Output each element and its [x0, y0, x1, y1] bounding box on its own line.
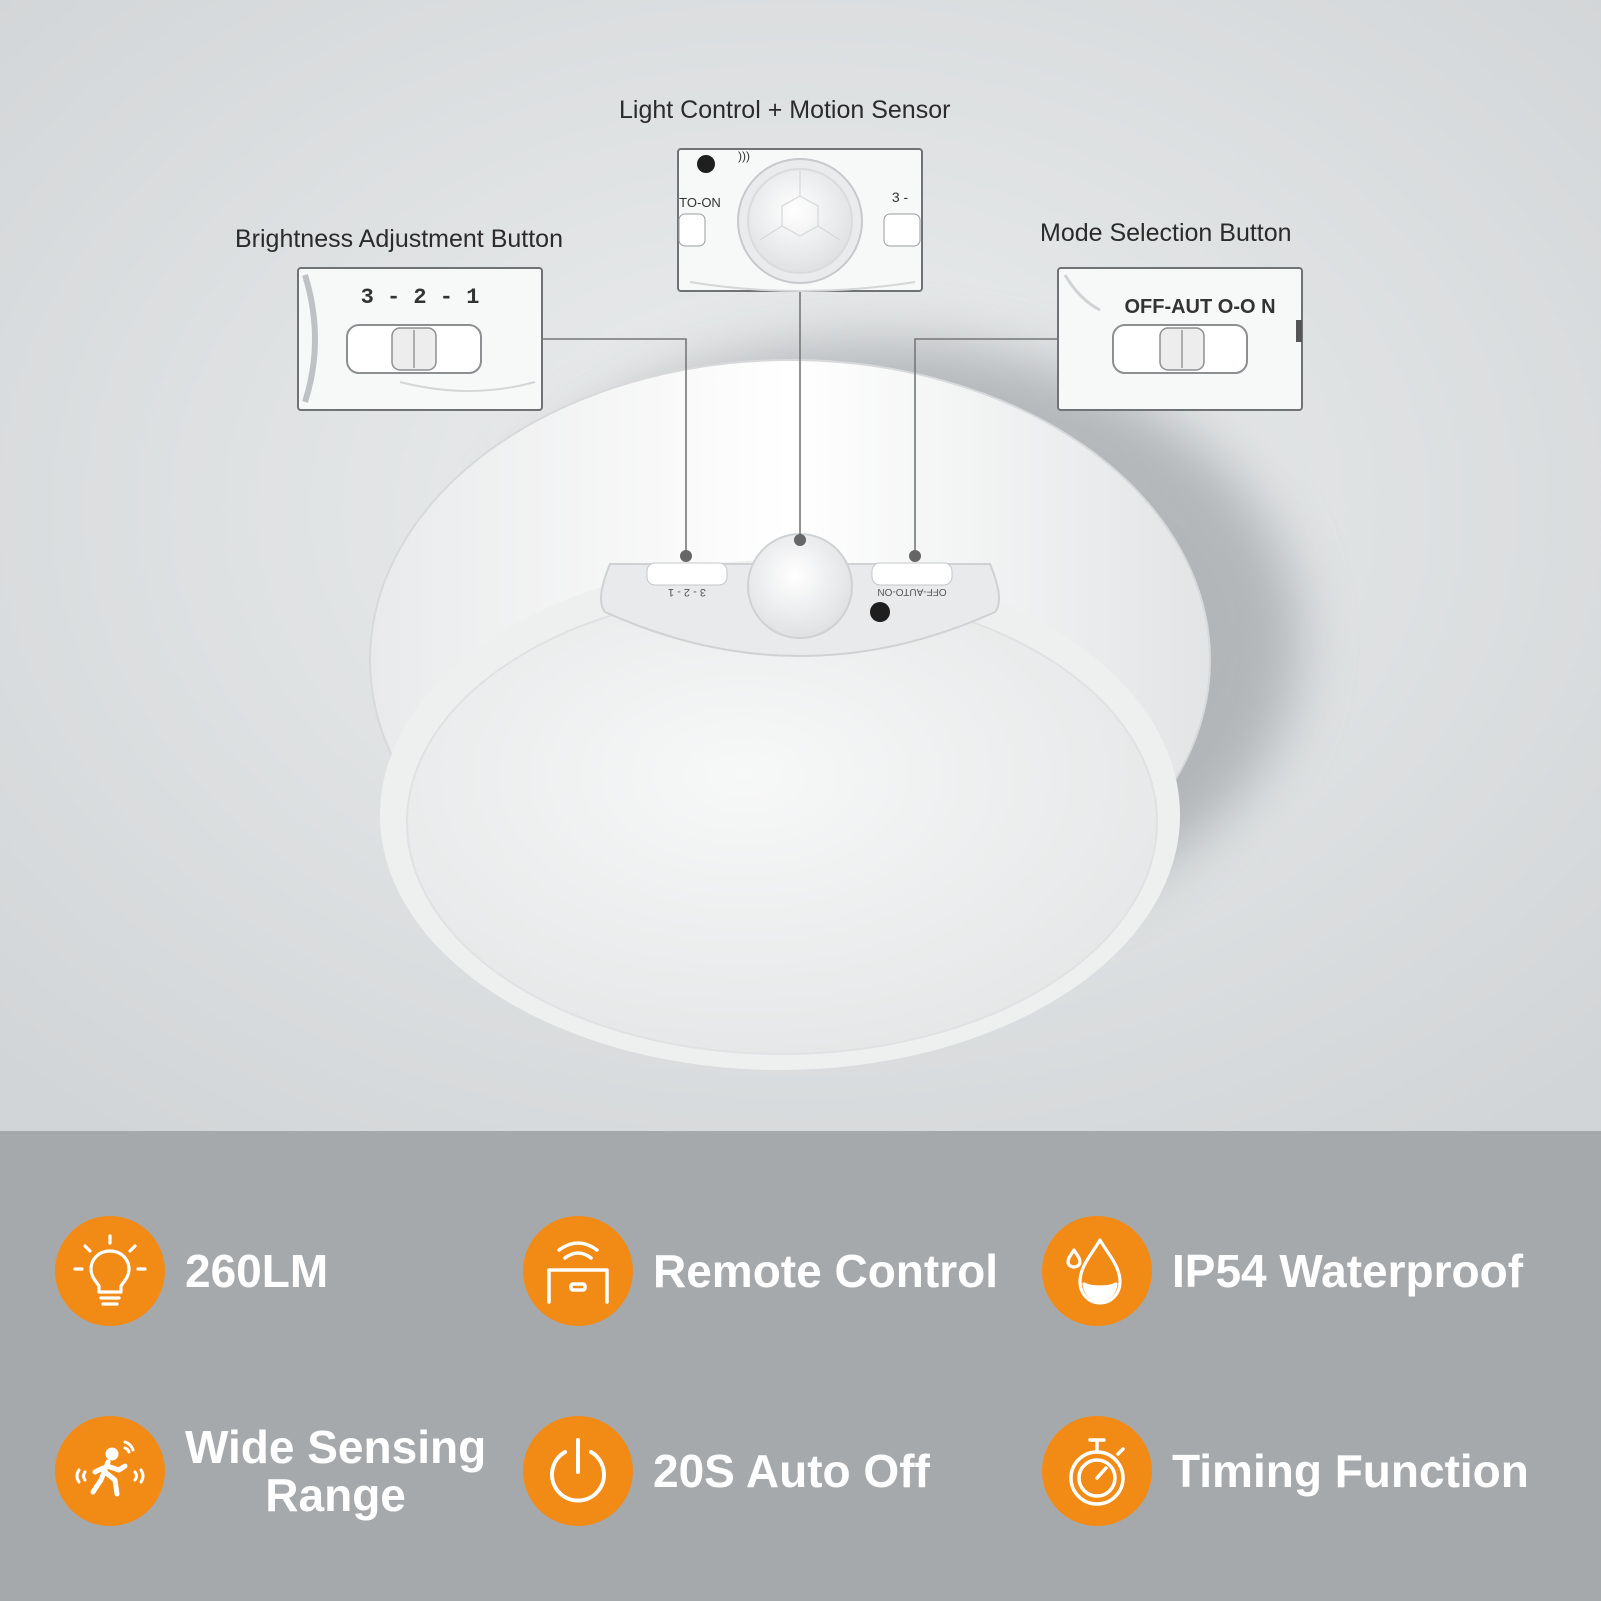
motion-sensing-icon — [55, 1416, 165, 1526]
device-mode-switch-label: OFF-AUTO-ON — [877, 586, 946, 597]
device-pir-lens — [747, 533, 853, 639]
feature-panel: 260LM Remote Control IP54 Waterproof — [0, 1131, 1601, 1601]
sensor-inset-right-label: 3 - — [892, 189, 909, 205]
feature-wide-sensing-line2: Range — [265, 1469, 406, 1521]
sensor-pir-lens — [747, 168, 853, 274]
callout-dot-mode — [909, 550, 921, 562]
feature-remote-control: Remote Control — [523, 1216, 998, 1326]
device-brightness-switch-label: 3 - 2 - 1 — [668, 586, 706, 598]
feature-lumens-label: 260LM — [185, 1244, 329, 1297]
feature-auto-off-label: 20S Auto Off — [653, 1444, 930, 1497]
product-illustration: 3 - 2 - 1 OFF-AUTO-ON 3 - 2 - 1 ))) — [0, 0, 1601, 1131]
feature-wide-sensing-label: Wide Sensing Range — [185, 1420, 487, 1521]
brightness-inset-label: 3 - 2 - 1 — [361, 285, 480, 310]
mode-inset: OFF-AUT O-O N — [1057, 267, 1303, 411]
remote-control-icon — [523, 1216, 633, 1326]
feature-auto-off: 20S Auto Off — [523, 1416, 930, 1526]
feature-lumens: 260LM — [55, 1216, 328, 1326]
callout-dot-sensor — [794, 534, 806, 546]
feature-waterproof-label: IP54 Waterproof — [1172, 1244, 1524, 1297]
feature-timing: Timing Function — [1042, 1416, 1529, 1526]
sensor-inset: ))) TO-ON 3 - — [677, 148, 923, 292]
feature-wide-sensing: Wide Sensing Range — [55, 1416, 486, 1526]
sensor-inset-dot — [697, 155, 715, 173]
feature-waterproof: IP54 Waterproof — [1042, 1216, 1523, 1326]
device-mode-switch[interactable] — [871, 562, 953, 586]
light-sensor-dot — [870, 602, 890, 622]
feature-timing-label: Timing Function — [1172, 1444, 1529, 1497]
callout-lines — [542, 291, 1058, 556]
product-stage: 3 - 2 - 1 OFF-AUTO-ON 3 - 2 - 1 ))) — [0, 0, 1601, 1131]
water-drop-icon — [1042, 1216, 1152, 1326]
stopwatch-icon — [1042, 1416, 1152, 1526]
callout-mode-button: Mode Selection Button — [1040, 219, 1292, 247]
brightness-inset: 3 - 2 - 1 — [297, 267, 543, 411]
sensor-inset-left-label: TO-ON — [679, 195, 721, 210]
device-face — [406, 589, 1158, 1055]
mode-inset-label: OFF-AUT O-O N — [1124, 296, 1275, 318]
feature-remote-control-label: Remote Control — [653, 1244, 998, 1297]
light-bulb-icon — [55, 1216, 165, 1326]
device-brightness-switch[interactable] — [646, 562, 728, 586]
callout-light-motion-sensor: Light Control + Motion Sensor — [619, 96, 951, 124]
svg-text:))): ))) — [738, 149, 750, 163]
callout-dot-brightness — [680, 550, 692, 562]
feature-wide-sensing-line1: Wide Sensing — [185, 1420, 487, 1473]
power-icon — [523, 1416, 633, 1526]
callout-brightness-button: Brightness Adjustment Button — [235, 225, 563, 253]
